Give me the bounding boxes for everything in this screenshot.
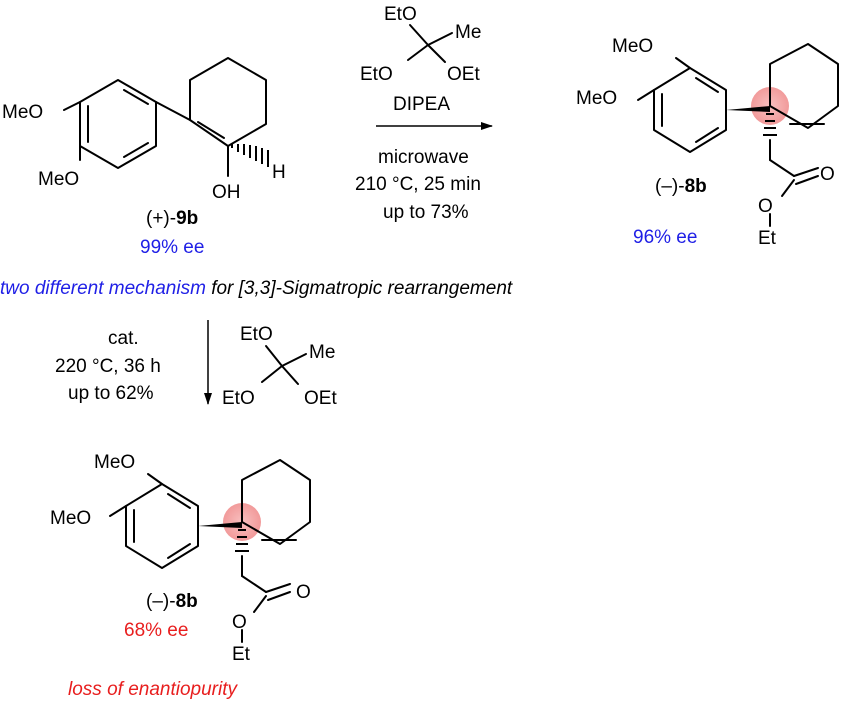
- oet-label: OEt: [304, 388, 337, 409]
- orthoacetate-top: [407, 24, 453, 63]
- ome-bond-left: [637, 89, 655, 101]
- carbonyl-double-bond-1: [265, 583, 291, 593]
- ome-bond-top: [675, 57, 691, 69]
- carbonyl-o-label: O: [296, 582, 311, 603]
- label-bold: 9b: [176, 208, 198, 229]
- h-label: H: [272, 162, 286, 183]
- condition-microwave: microwave: [378, 147, 469, 168]
- ome-bond-left: [109, 505, 127, 517]
- carbonyl-double-bond-2: [267, 591, 291, 601]
- eto-top-label: EtO: [384, 4, 417, 25]
- bottom-reaction-conditions: cat. 220 °C, 36 h up to 62% EtO Me EtO O…: [55, 320, 337, 409]
- eto-left-label: EtO: [222, 388, 255, 409]
- eto-left-label: EtO: [360, 64, 393, 85]
- orthoacetate-bottom: [261, 345, 307, 385]
- ee-label-8b-top: 96% ee: [633, 227, 697, 248]
- bold-wedge: [198, 522, 242, 528]
- condition-cat: cat.: [108, 328, 139, 349]
- aryl-ring: [653, 67, 727, 153]
- ester-o-label: O: [232, 612, 247, 633]
- aryl-alkene-bond: [155, 101, 191, 121]
- eto-top-label: EtO: [240, 324, 273, 345]
- aryl-ring: [79, 79, 157, 169]
- ome-left-label: MeO: [50, 508, 91, 529]
- label-bold: 8b: [685, 176, 707, 197]
- compound-label-9b: (+)-9b: [146, 208, 198, 229]
- condition-yield: up to 73%: [383, 202, 469, 223]
- starting-material-9b: MeO MeO OH H (+)-9b 99% ee: [2, 57, 286, 258]
- carbonyl-double-bond-2: [795, 175, 819, 185]
- ome-bond-top: [147, 473, 163, 485]
- hashed-bond-down: [763, 113, 777, 136]
- top-reaction-conditions: EtO Me EtO OEt DIPEA microwave 210 °C, 2…: [355, 4, 493, 223]
- condition-temp-time: 220 °C, 36 h: [55, 356, 161, 377]
- mechanism-note-highlight: two different mechanism: [0, 278, 206, 299]
- hashed-bond-down: [235, 529, 249, 552]
- ester-o-bond: [253, 595, 267, 613]
- mechanism-note-rest: for [3,3]-Sigmatropic rearrangement: [206, 278, 513, 299]
- et-label: Et: [232, 644, 251, 665]
- cyclohexene-ring: [769, 43, 839, 129]
- ch2-carbonyl-bond: [769, 159, 795, 177]
- carbonyl-o-label: O: [820, 164, 835, 185]
- ee-label-9b: 99% ee: [140, 237, 204, 258]
- ome-bottom-label: MeO: [38, 169, 79, 190]
- hashed-wedge-h: [231, 144, 269, 167]
- label-prefix: (+)-: [146, 208, 176, 229]
- ee-label-8b-bottom: 68% ee: [124, 620, 188, 641]
- carbonyl-double-bond-1: [793, 167, 819, 177]
- loss-of-enantiopurity-note: loss of enantiopurity: [68, 679, 238, 700]
- me-label: Me: [455, 22, 481, 43]
- ester-o-label: O: [758, 196, 773, 217]
- ome-top-label: MeO: [2, 102, 43, 123]
- cyclohexene-ring: [189, 57, 267, 147]
- cyclohexene-ring: [241, 459, 311, 545]
- ome-top-label: MeO: [612, 36, 653, 57]
- product-8b-top: MeO MeO O O Et (–)-8b 96% ee: [576, 36, 839, 249]
- product-8b-bottom: MeO MeO O O Et (–)-8b 68% ee loss of ena…: [50, 452, 311, 700]
- oet-label: OEt: [447, 64, 480, 85]
- ester-o-bond: [781, 179, 795, 197]
- label-bold: 8b: [176, 591, 198, 612]
- ome-left-label: MeO: [576, 88, 617, 109]
- condition-yield: up to 62%: [68, 383, 154, 404]
- et-label: Et: [758, 228, 777, 249]
- aryl-ring: [125, 483, 199, 569]
- mechanism-note: two different mechanism for [3,3]-Sigmat…: [0, 278, 513, 299]
- compound-label-8b: (–)-8b: [146, 591, 198, 612]
- bold-wedge: [726, 106, 770, 112]
- ome-bond-top: [63, 101, 81, 111]
- ch2-carbonyl-bond: [241, 575, 267, 593]
- ome-top-label: MeO: [94, 452, 135, 473]
- condition-temp-time: 210 °C, 25 min: [355, 174, 481, 195]
- label-prefix: (–)-: [655, 176, 685, 197]
- label-prefix: (–)-: [146, 591, 176, 612]
- compound-label-8b: (–)-8b: [655, 176, 707, 197]
- me-label: Me: [309, 342, 335, 363]
- oh-label: OH: [212, 182, 241, 203]
- dipea-label: DIPEA: [393, 94, 450, 115]
